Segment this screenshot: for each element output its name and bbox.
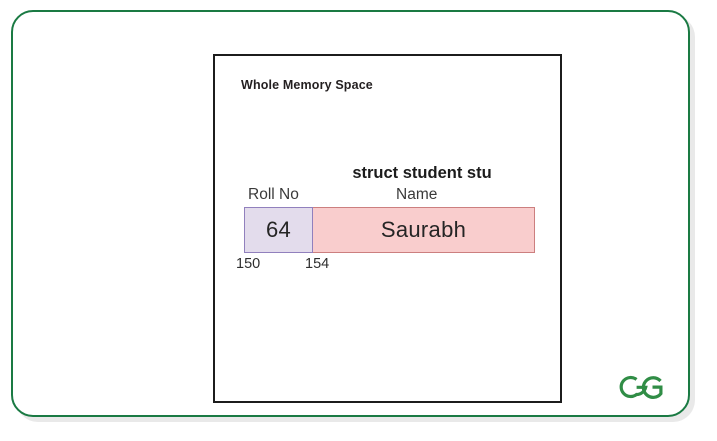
address-label-roll-no-start: 150 xyxy=(236,256,261,272)
struct-title: struct student stu xyxy=(352,164,492,182)
memory-cell-roll-no: 64 xyxy=(244,207,313,253)
outer-card: Whole Memory Space struct student stu Ro… xyxy=(11,10,690,417)
field-header-row: Roll No Name xyxy=(242,186,542,207)
frame-title: Whole Memory Space xyxy=(241,78,373,92)
struct-student-group: struct student stu Roll No Name 64 Saura… xyxy=(236,164,542,276)
field-header-name: Name xyxy=(396,186,438,203)
memory-cell-name: Saurabh xyxy=(313,207,535,253)
geeksforgeeks-logo-icon xyxy=(616,365,672,409)
field-header-roll-no: Roll No xyxy=(248,186,299,203)
whole-memory-space-frame: Whole Memory Space struct student stu Ro… xyxy=(213,54,562,403)
address-label-row: 150 154 xyxy=(236,256,542,276)
memory-cell-row: 64 Saurabh xyxy=(244,207,535,253)
address-label-name-start: 154 xyxy=(305,256,330,272)
